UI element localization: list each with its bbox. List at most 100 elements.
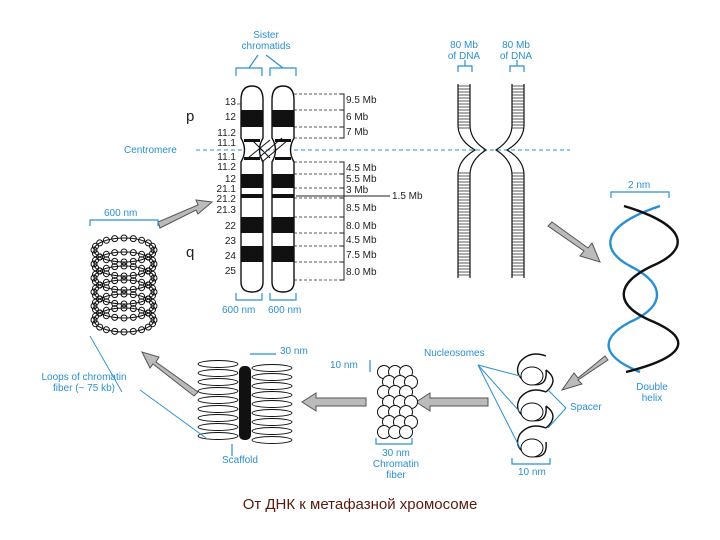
coil-turn xyxy=(93,251,155,277)
coil-loop xyxy=(120,272,128,280)
width-600-bottom-right: 600 nm xyxy=(268,305,302,316)
dna-brackets xyxy=(457,60,525,72)
coil-loop xyxy=(120,286,128,294)
chromatin-loop xyxy=(251,382,293,390)
band-label: 21.2 xyxy=(216,194,236,205)
coil-loop xyxy=(102,264,110,272)
coil-loop xyxy=(92,256,99,264)
coil-loop xyxy=(102,278,110,286)
coil-loop xyxy=(120,304,128,312)
coil-loop xyxy=(102,250,110,258)
coil-loop xyxy=(111,263,119,271)
coil-loop xyxy=(90,288,98,296)
thirty-nm-top-label: 30 nm xyxy=(280,346,308,357)
coil-loop xyxy=(129,313,137,321)
band-leader-lines xyxy=(294,93,340,281)
coil-loop xyxy=(120,314,128,322)
chromatin-loop xyxy=(197,432,239,440)
coil-loop xyxy=(138,236,146,244)
coil-loop xyxy=(138,250,146,258)
coil-loop xyxy=(149,256,156,264)
coil-loop xyxy=(90,274,98,282)
sister-chromatids-line1: Sister xyxy=(253,30,279,41)
coil-loop xyxy=(144,281,152,289)
chromatin-loop xyxy=(251,436,293,444)
p-arm-label: p xyxy=(186,108,195,125)
mb-label: 4.5 Mb xyxy=(346,235,377,246)
coil-loop xyxy=(144,239,152,247)
coil-loop xyxy=(111,327,119,335)
width-600-bottom-left: 600 nm xyxy=(222,305,256,316)
chromatin-loop xyxy=(251,373,293,381)
coil-loop xyxy=(138,312,146,320)
dna-strand-hatching xyxy=(458,85,524,276)
dna-left-label: 80 Mb of DNA xyxy=(436,40,492,62)
double-helix-label: Double helix xyxy=(626,382,678,404)
chromatin-loop xyxy=(251,418,293,426)
coil-loop xyxy=(102,312,110,320)
mb-label: 8.0 Mb xyxy=(346,221,377,232)
coil-turn xyxy=(93,279,155,305)
dna-strands xyxy=(457,84,525,278)
coil-loop xyxy=(111,257,119,265)
coil-turn xyxy=(93,265,155,291)
chromatin-loop xyxy=(197,378,239,386)
centromere-label: Centromere xyxy=(124,145,177,156)
chromatin-fiber-line1: 30 nm xyxy=(382,448,410,459)
coil-loop xyxy=(120,276,128,284)
chromatin-fiber-line3: fiber xyxy=(386,470,406,481)
double-helix-line1: Double xyxy=(636,382,668,393)
coil-loop xyxy=(120,328,128,336)
coil-loop xyxy=(111,271,119,279)
coil-loop xyxy=(120,248,128,256)
coil-loop xyxy=(92,312,99,320)
coil-loop xyxy=(111,249,119,257)
chromosome-bands xyxy=(241,110,294,262)
chromatin-loop xyxy=(197,369,239,377)
chromatin-fiber-beads xyxy=(377,365,418,439)
band-label: 11.2 xyxy=(217,162,236,173)
double-helix-line2: helix xyxy=(641,393,663,404)
helix-width-bracket xyxy=(610,191,670,198)
mb-label: 5.5 Mb xyxy=(346,174,377,185)
coil-loop xyxy=(102,292,110,300)
coil-loop xyxy=(149,242,156,250)
coil-loop xyxy=(120,290,128,298)
chromatid-right xyxy=(271,85,295,293)
dna-right-line2: of DNA xyxy=(499,51,533,62)
sister-chromatid-brackets xyxy=(235,54,297,301)
mb-label: 8.5 Mb xyxy=(346,203,377,214)
coil-loop xyxy=(111,285,119,293)
ten-nm-bracket xyxy=(511,458,551,465)
coil-loop xyxy=(138,270,146,278)
dna-left-line1: 80 Mb xyxy=(450,40,478,51)
coil-loop xyxy=(96,309,104,317)
loops-line2: fiber (~ 75 kb) xyxy=(53,383,115,394)
coil-loop xyxy=(144,309,152,317)
coil-loop xyxy=(102,306,110,314)
ten-nm-bottom-label: 10 nm xyxy=(518,467,546,478)
coil-loop xyxy=(149,270,156,278)
coil-loop xyxy=(90,302,98,310)
coil-loop xyxy=(96,281,104,289)
nucleosome-pointers xyxy=(477,364,567,449)
q-arm-label: q xyxy=(186,244,195,261)
band-label: 11.1 xyxy=(217,152,236,163)
mb-label: 7 Mb xyxy=(346,127,369,138)
coil-loop xyxy=(129,327,137,335)
coil-loop xyxy=(92,284,99,292)
nucleosomes-label: Nucleosomes xyxy=(424,348,485,359)
coil-loop xyxy=(149,312,156,320)
coil-loop xyxy=(96,239,104,247)
band-label: 13 xyxy=(224,97,236,108)
coil-loop xyxy=(90,316,98,324)
coil-loop xyxy=(102,270,110,278)
fiber-bead xyxy=(399,425,413,439)
coil-loop xyxy=(92,270,99,278)
coil-loop xyxy=(150,274,158,282)
coil-loop xyxy=(96,323,104,331)
coil-loop xyxy=(120,234,128,242)
scaffold-brackets xyxy=(231,353,276,456)
ten-nm-fiber-label: 10 nm xyxy=(330,360,358,371)
